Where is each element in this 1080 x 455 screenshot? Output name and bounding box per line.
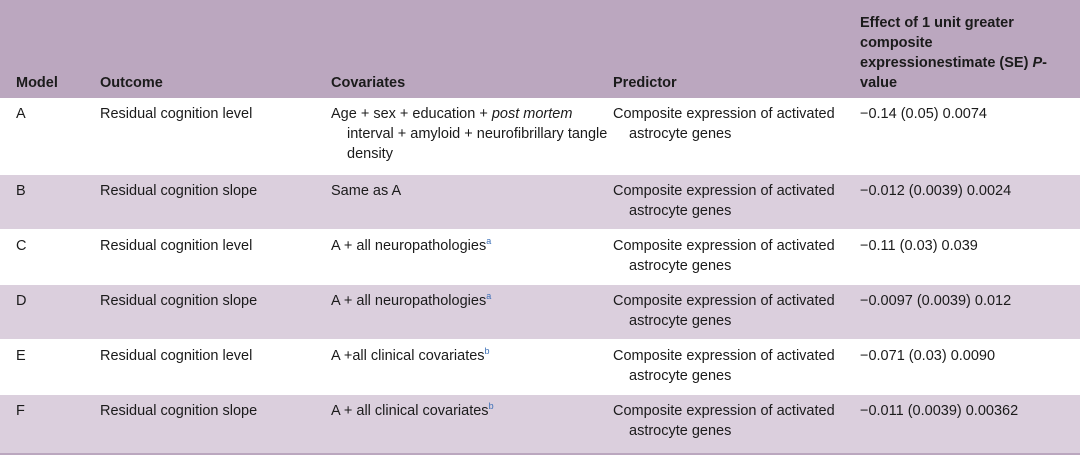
predictor-text: Composite expression of activated astroc…: [613, 106, 835, 142]
cell-covariates: A + all clinical covariatesb: [331, 394, 613, 454]
cell-effect: −0.14 (0.05) 0.0074: [860, 98, 1080, 174]
cell-covariates: Age + sex + education + post mortem inte…: [331, 98, 613, 174]
cell-outcome: Residual cognition slope: [100, 292, 258, 309]
header-effect-p: P: [1032, 55, 1043, 71]
cell-covariates: A +all clinical covariatesb: [331, 339, 613, 394]
cell-outcome: Residual cognition slope: [100, 402, 258, 419]
covariates-text: A + all neuropathologies: [331, 237, 487, 254]
covariates-text: A + all neuropathologies: [331, 292, 487, 309]
predictor-text: Composite expression of activated astroc…: [613, 402, 835, 439]
table-row: C Residual cognition level A + all neuro…: [0, 229, 1080, 284]
cov-text-a: Age + sex + education +: [331, 106, 492, 122]
footnote-marker[interactable]: b: [488, 400, 494, 411]
cell-effect: −0.0097 (0.0039) 0.012: [860, 284, 1080, 339]
predictor-text: Composite expression of activated astroc…: [613, 347, 835, 384]
predictor-text: Composite expression of activated astroc…: [613, 182, 835, 219]
footnote-marker[interactable]: b: [484, 345, 490, 356]
cell-outcome: Residual cognition level: [100, 347, 253, 364]
cell-model: C: [16, 237, 27, 254]
header-outcome: Outcome: [100, 75, 163, 91]
cell-effect: −0.011 (0.0039) 0.00362: [860, 394, 1080, 454]
cell-predictor: Composite expression of activated astroc…: [613, 229, 860, 284]
cell-predictor: Composite expression of activated astroc…: [613, 284, 860, 339]
table-body: A Residual cognition level Age + sex + e…: [0, 98, 1080, 454]
table-row: E Residual cognition level A +all clinic…: [0, 339, 1080, 394]
covariates-text: Same as A: [331, 182, 402, 199]
table-row: B Residual cognition slope Same as A Com…: [0, 174, 1080, 229]
cell-predictor: Composite expression of activated astroc…: [613, 174, 860, 229]
predictor-text: Composite expression of activated astroc…: [613, 237, 835, 274]
cell-outcome: Residual cognition level: [100, 106, 253, 122]
table-row: F Residual cognition slope A + all clini…: [0, 394, 1080, 454]
cell-effect: −0.012 (0.0039) 0.0024: [860, 174, 1080, 229]
header-row: Model Outcome Covariates Predictor Effec…: [0, 0, 1080, 98]
covariates-text: A +all clinical covariates: [331, 347, 485, 364]
predictor-text: Composite expression of activated astroc…: [613, 292, 835, 329]
header-effect-tail: -value: [860, 55, 1047, 91]
header-effect: Effect of 1 unit greater composite expre…: [860, 0, 1080, 98]
cell-model: F: [16, 402, 25, 419]
effect-text: −0.14 (0.05) 0.0074: [860, 106, 987, 122]
cell-model: D: [16, 292, 27, 309]
cell-effect: −0.071 (0.03) 0.0090: [860, 339, 1080, 394]
cell-model: A: [16, 106, 26, 122]
cell-covariates: A + all neuropathologiesa: [331, 284, 613, 339]
table-row: A Residual cognition level Age + sex + e…: [0, 98, 1080, 174]
cell-covariates: A + all neuropathologiesa: [331, 229, 613, 284]
cell-effect: −0.11 (0.03) 0.039: [860, 229, 1080, 284]
cell-predictor: Composite expression of activated astroc…: [613, 394, 860, 454]
table-header: Model Outcome Covariates Predictor Effec…: [0, 0, 1080, 98]
header-effect-main: Effect of 1 unit greater composite expre…: [860, 15, 1029, 71]
cell-outcome: Residual cognition level: [100, 237, 253, 254]
cell-predictor: Composite expression of activated astroc…: [613, 339, 860, 394]
footnote-marker[interactable]: a: [486, 235, 492, 246]
cell-outcome: Residual cognition slope: [100, 182, 258, 199]
header-model: Model: [16, 75, 58, 91]
covariates-text: A + all clinical covariates: [331, 402, 489, 419]
table-row: D Residual cognition slope A + all neuro…: [0, 284, 1080, 339]
effect-text: −0.011 (0.0039) 0.00362: [860, 402, 1019, 419]
footnote-marker[interactable]: a: [486, 290, 492, 301]
cell-model: B: [16, 182, 26, 199]
cell-covariates: Same as A: [331, 174, 613, 229]
cell-model: E: [16, 347, 26, 364]
cov-text-b: interval + amyloid + neurofibrillary tan…: [347, 126, 608, 162]
header-covariates: Covariates: [331, 75, 406, 91]
effect-text: −0.11 (0.03) 0.039: [860, 237, 978, 254]
header-predictor: Predictor: [613, 75, 677, 91]
effect-text: −0.0097 (0.0039) 0.012: [860, 292, 1012, 309]
cell-predictor: Composite expression of activated astroc…: [613, 98, 860, 174]
effect-text: −0.012 (0.0039) 0.0024: [860, 182, 1012, 199]
effect-text: −0.071 (0.03) 0.0090: [860, 347, 996, 364]
cov-text-italic: post mortem: [491, 106, 573, 122]
